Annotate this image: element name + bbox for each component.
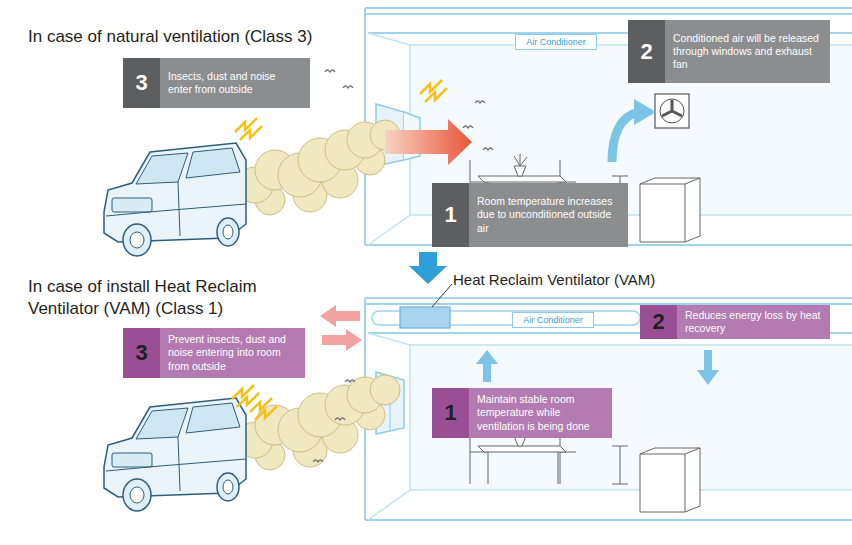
illustration [463, 126, 473, 128]
illustration [420, 80, 447, 102]
section-heading: In case of natural ventilation (Class 3) [28, 26, 368, 48]
supply-air-arrow [476, 350, 498, 382]
illustration [232, 385, 259, 407]
callout-box: 1Maintain stable room temperature while … [432, 388, 612, 438]
unit-label: Air Conditioner [526, 37, 586, 47]
callout-number: 2 [640, 305, 677, 339]
exhaust-fan [662, 100, 682, 116]
exhaust-air-arrow [320, 305, 360, 327]
callout-text: Prevent insects, dust and noise entering… [160, 328, 305, 378]
vam-unit [400, 307, 450, 328]
air-conditioner-unit: Air Conditioner [515, 34, 597, 50]
callout-text: Insects, dust and noise enter from outsi… [160, 58, 310, 108]
building-vam [410, 345, 852, 490]
illustration [235, 118, 262, 140]
exhaust-fan [655, 94, 689, 128]
transition-arrow [409, 252, 447, 284]
component-label: Heat Reclaim Ventilator (VAM) [453, 270, 713, 290]
callout-text: Room temperature increases due to uncond… [469, 183, 628, 247]
callout-number: 1 [432, 388, 469, 438]
illustration [345, 380, 355, 382]
callout-number: 1 [432, 183, 469, 247]
illustration [483, 148, 493, 150]
illustration [104, 398, 246, 511]
callout-box: 2Reduces energy loss by heat recovery [640, 305, 830, 339]
building-vam [365, 298, 852, 520]
illustration [313, 460, 323, 462]
illustration [250, 398, 277, 420]
callout-text: Conditioned air will be released through… [665, 20, 830, 83]
illustration [104, 143, 246, 256]
illustration [237, 120, 400, 215]
callout-text: Reduces energy loss by heat recovery [677, 305, 830, 339]
building-vam [368, 333, 852, 520]
intake-air-arrow [322, 329, 362, 351]
callout-number: 3 [123, 58, 160, 108]
illustration [237, 375, 400, 470]
callout-box: 2Conditioned air will be released throug… [628, 20, 830, 83]
air-conditioner-unit: Air Conditioner [512, 312, 594, 328]
airflow-arrow-head [634, 99, 656, 125]
illustration [343, 86, 353, 88]
callout-box: 3Insects, dust and noise enter from outs… [123, 58, 310, 108]
illustration [325, 70, 335, 72]
callout-text: Maintain stable room temperature while v… [469, 388, 612, 438]
outside-air-arrow [385, 119, 472, 165]
callout-box: 1Room temperature increases due to uncon… [432, 183, 628, 247]
unit-label: Air Conditioner [523, 315, 583, 325]
leader-line [432, 284, 452, 307]
building-vam [365, 298, 852, 520]
section-heading: In case of install Heat Reclaim Ventilat… [28, 276, 293, 320]
illustration [475, 101, 485, 103]
return-air-arrow [697, 350, 719, 385]
exhaust-fan [655, 94, 689, 128]
callout-number: 3 [123, 328, 160, 378]
callout-box: 3Prevent insects, dust and noise enterin… [123, 328, 305, 378]
callout-number: 2 [628, 20, 665, 83]
illustration [335, 418, 345, 420]
exhaust-fan [660, 99, 684, 123]
